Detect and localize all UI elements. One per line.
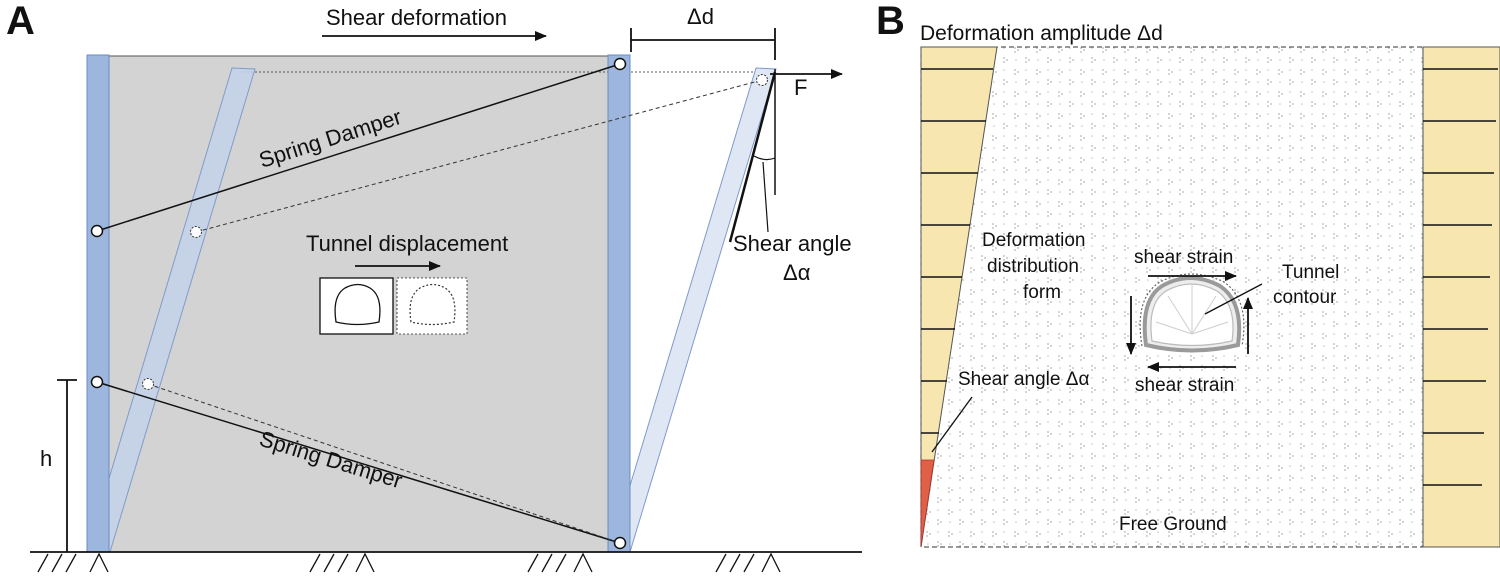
shear-angle-red-wedge [920, 459, 935, 548]
tilted-edge-line [728, 71, 777, 243]
hinges-deformed [142, 74, 768, 390]
tunnel-displaced-box [396, 277, 468, 335]
shear-angle-leader [762, 161, 769, 233]
left-wedge-layers [921, 68, 993, 434]
distribution-label-line2: distribution [987, 256, 1079, 277]
spring-damper-bottom-line [96, 381, 621, 544]
tunnel-original-box [319, 277, 394, 335]
tunnel-contour-dotted [1139, 273, 1245, 347]
tunnel-contour-leader [1204, 283, 1263, 315]
tunnel-contour-label-line2: contour [1273, 287, 1337, 308]
panel-a-letter: A [6, 0, 35, 43]
shear-angle-label-line1: Shear angle [733, 231, 852, 256]
tunnel-contour-label-line1: Tunnel [1282, 262, 1339, 283]
shear-strain-bottom-label: shear strain [1135, 375, 1234, 396]
panel-a: A [6, 0, 862, 573]
shear-deformation-label: Shear deformation [326, 5, 507, 30]
left-deformation-wedge [920, 46, 998, 548]
tunnel [1139, 273, 1245, 353]
shear-angle-b-label: Shear angle Δα [958, 369, 1089, 390]
shear-strain-top-label: shear strain [1134, 247, 1233, 268]
tunnel-displaced-contour [409, 283, 456, 326]
tunnel-displacement-label: Tunnel displacement [306, 231, 508, 256]
right-deformation-wedge [1422, 46, 1500, 548]
shear-angle-b-leader [931, 396, 973, 453]
delta-d-label: Δd [687, 4, 714, 29]
spring-damper-bottom-dashed [147, 383, 621, 544]
panel-b: B Deformation amplitude Δd [876, 0, 1500, 548]
deformation-amplitude-label: Deformation amplitude Δd [920, 22, 1163, 45]
right-tilted-column [609, 67, 777, 553]
panel-b-letter: B [876, 0, 905, 43]
distribution-label-line3: form [1023, 282, 1061, 303]
ground-hatch [37, 552, 781, 573]
free-ground-label: Free Ground [1119, 514, 1227, 535]
hinges [90, 57, 627, 550]
tunnel-original-contour [334, 283, 381, 326]
right-column [607, 54, 631, 553]
spring-damper-top-line [96, 63, 621, 232]
shear-angle-arc [753, 155, 776, 161]
distribution-label-line1: Deformation [982, 230, 1086, 251]
force-label: F [794, 75, 807, 100]
height-label: h [40, 446, 52, 471]
left-column [86, 54, 110, 553]
right-wedge-layers [1423, 68, 1498, 486]
shear-angle-label-line2: Δα [783, 260, 811, 285]
